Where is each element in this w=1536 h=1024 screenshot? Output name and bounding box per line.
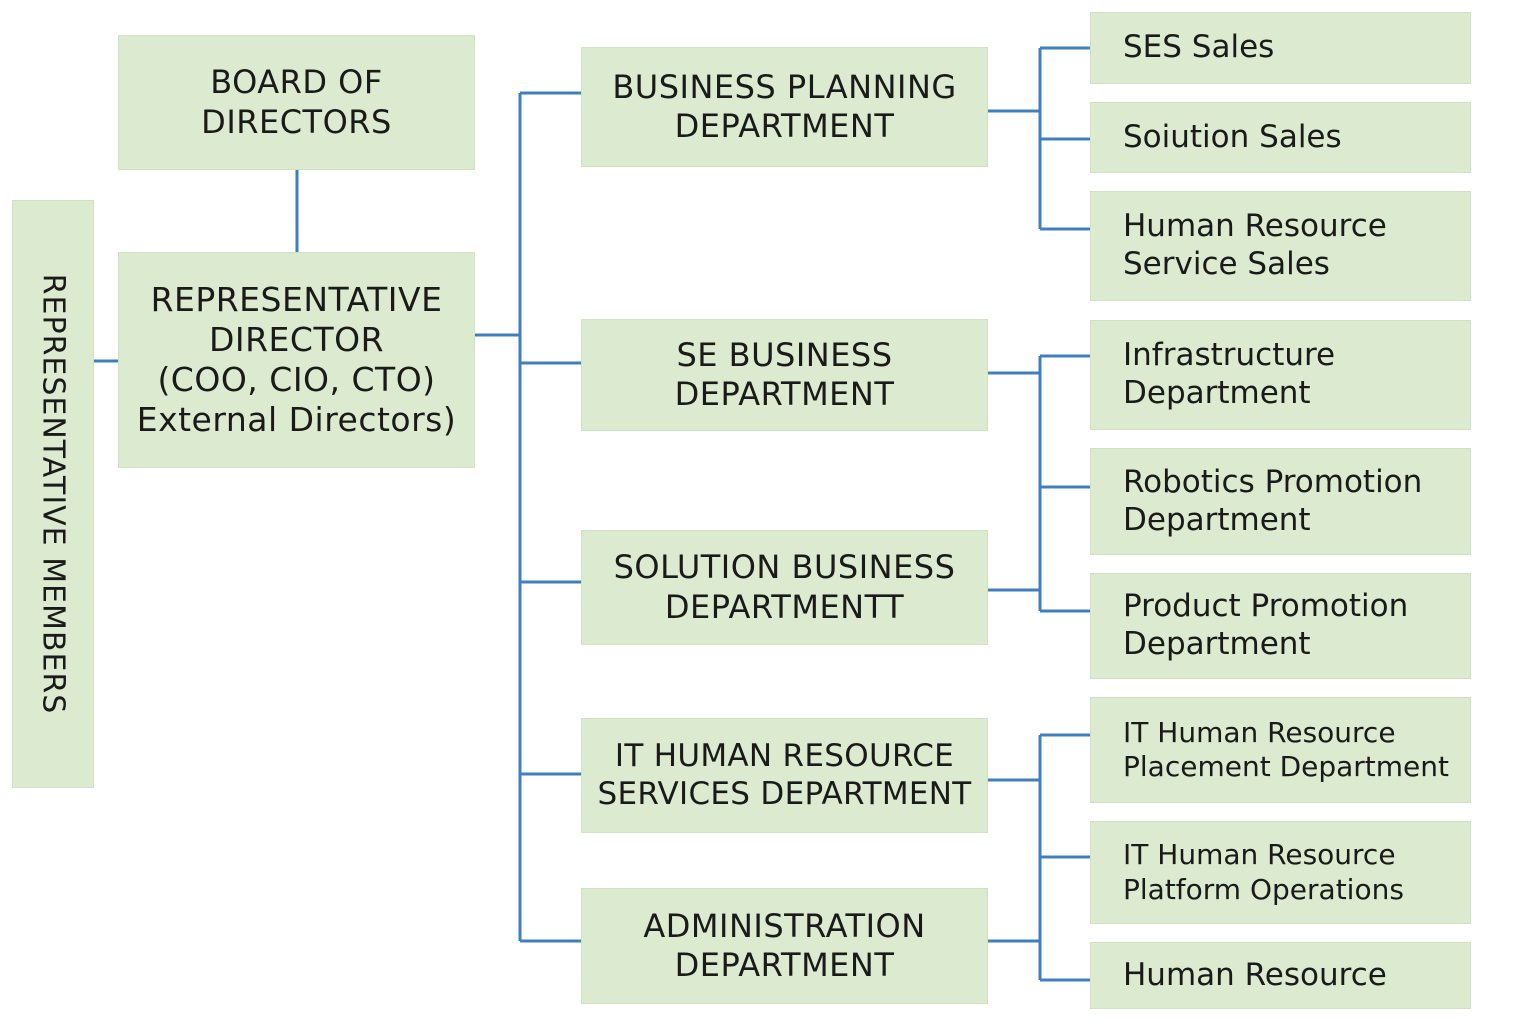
- administration-department-box: ADMINISTRATION DEPARTMENT: [581, 888, 988, 1004]
- dept-2-line-2: DEPARTMENT: [674, 375, 895, 413]
- sub-9-line-1: Human Resource: [1123, 956, 1387, 993]
- solution-sales-box: Soiution Sales: [1090, 102, 1471, 173]
- sub-2-line-1: Soiution Sales: [1123, 118, 1342, 155]
- it-hr-placement-department-box: IT Human Resource Placement Department: [1090, 697, 1471, 803]
- dept-3-line-1: SOLUTION BUSINESS: [613, 548, 956, 587]
- rep-director-line-4: External Directors): [136, 400, 457, 440]
- hr-service-sales-box: Human Resource Service Sales: [1090, 191, 1471, 301]
- sub-1-line-1: SES Sales: [1123, 29, 1275, 66]
- sub-3-line-1: Human Resource: [1123, 208, 1387, 245]
- connector-group: [94, 46, 1090, 982]
- sub-5-line-2: Department: [1123, 501, 1311, 538]
- infrastructure-department-box: Infrastructure Department: [1090, 320, 1471, 430]
- dept-4-line-1: IT HUMAN RESOURCE: [614, 737, 955, 774]
- se-business-department-box: SE BUSINESS DEPARTMENT: [581, 319, 988, 431]
- dept-4-line-2: SERVICES DEPARTMENT: [597, 775, 972, 812]
- board-line-1: BOARD OF: [210, 63, 383, 102]
- it-hr-platform-operations-box: IT Human Resource Platform Operations: [1090, 821, 1471, 924]
- sub-6-line-1: Product Promotion: [1123, 588, 1409, 625]
- rep-director-line-3: (COO, CIO, CTO): [157, 360, 436, 399]
- representative-members-label: REPRESENTATIVE MEMBERS: [35, 273, 71, 715]
- sub-3-line-2: Service Sales: [1123, 246, 1330, 282]
- dept-5-line-1: ADMINISTRATION: [643, 906, 926, 945]
- it-human-resource-services-department-box: IT HUMAN RESOURCE SERVICES DEPARTMENT: [581, 718, 988, 833]
- dept-5-line-2: DEPARTMENT: [674, 946, 895, 984]
- sub-4-line-2: Department: [1123, 375, 1311, 411]
- robotics-promotion-department-box: Robotics Promotion Department: [1090, 448, 1471, 555]
- sub-7-line-1: IT Human Resource: [1123, 715, 1396, 749]
- sub-8-line-2: Platform Operations: [1123, 872, 1404, 906]
- sub-5-line-1: Robotics Promotion: [1123, 463, 1423, 500]
- rep-director-line-2: DIRECTOR: [208, 319, 385, 359]
- dept-1-line-1: BUSINESS PLANNING: [612, 67, 957, 106]
- rep-director-line-1: REPRESENTATIVE: [150, 279, 443, 319]
- board-line-2: DIRECTORS: [201, 102, 392, 141]
- board-of-directors-box: BOARD OF DIRECTORS: [118, 35, 475, 170]
- representative-director-box: REPRESENTATIVE DIRECTOR (COO, CIO, CTO) …: [118, 252, 475, 468]
- dept-3-line-2: DEPARTMENTT: [664, 587, 905, 626]
- ses-sales-box: SES Sales: [1090, 12, 1471, 84]
- sub-4-line-1: Infrastructure: [1123, 337, 1336, 374]
- dept-1-line-2: DEPARTMENT: [674, 107, 895, 145]
- product-promotion-department-box: Product Promotion Department: [1090, 573, 1471, 679]
- business-planning-department-box: BUSINESS PLANNING DEPARTMENT: [581, 47, 988, 167]
- sub-8-line-1: IT Human Resource: [1123, 838, 1396, 872]
- representative-members-box: REPRESENTATIVE MEMBERS: [12, 200, 94, 788]
- human-resource-box: Human Resource: [1090, 942, 1471, 1009]
- dept-2-line-1: SE BUSINESS: [676, 335, 893, 374]
- solution-business-department-box: SOLUTION BUSINESS DEPARTMENTT: [581, 530, 988, 645]
- sub-6-line-2: Department: [1123, 626, 1311, 662]
- sub-7-line-2: Placement Department: [1123, 750, 1450, 783]
